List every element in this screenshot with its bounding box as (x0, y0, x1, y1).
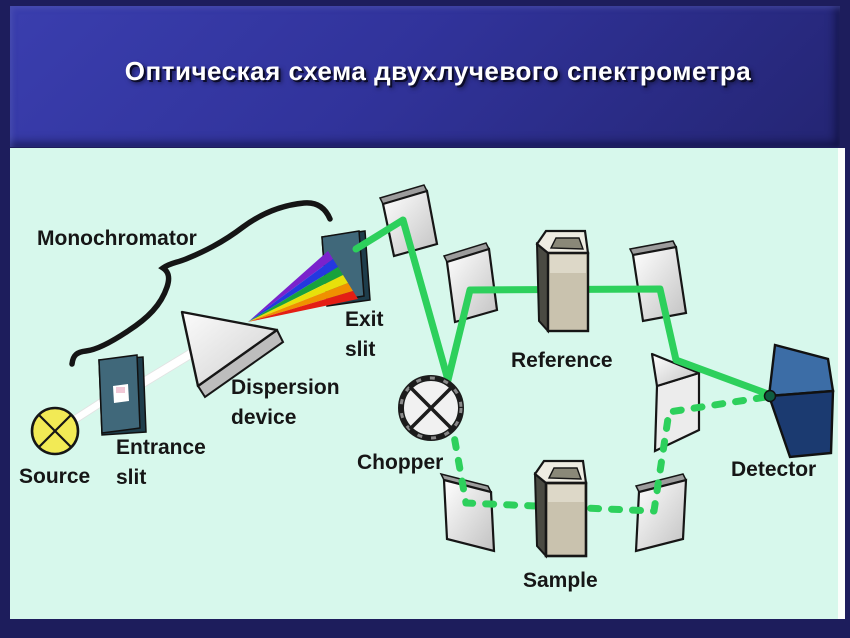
sample-cuvette (533, 459, 588, 559)
mirror4 (442, 478, 496, 553)
reference-cuvette (535, 229, 590, 334)
mirror-group (378, 184, 688, 553)
detector-box (763, 343, 835, 459)
sample-opening (547, 467, 583, 480)
monochromator-brace (69, 200, 333, 367)
chopper-spoke-2 (408, 385, 454, 431)
mirror3 (631, 245, 688, 323)
label-reference: Reference (511, 349, 613, 372)
mirror2 (445, 247, 499, 324)
reference-side-face (535, 241, 549, 334)
entrance-slit-glow (116, 387, 125, 393)
source-cross-2 (38, 414, 72, 448)
rainbow-red (248, 291, 358, 322)
label-entrance-slit: Entrance slit (116, 436, 206, 490)
detector-top-face (767, 343, 835, 398)
label-chopper: Chopper (357, 451, 444, 474)
mirror1 (381, 189, 439, 258)
entrance-slit-hole (113, 384, 129, 403)
right-edge-strip (838, 148, 845, 619)
beam-sample-path-dashed (447, 393, 770, 515)
rainbow-beam (248, 251, 358, 322)
slide-title: Оптическая схема двухлучевого спектромет… (124, 56, 752, 86)
source-lamp (30, 406, 80, 456)
beam-group (352, 216, 772, 515)
reference-opening (549, 237, 585, 250)
label-monochromator: Monochromator (37, 227, 197, 250)
prism-icon (180, 310, 279, 388)
beam-exitslit-to-chopper (352, 216, 452, 384)
rainbow-yellow (248, 275, 348, 322)
beam-reference-path (444, 285, 772, 398)
chopper-wheel (398, 375, 464, 441)
reference-liquid-line (550, 255, 586, 273)
detector-aperture (763, 389, 777, 403)
detector-front-face (767, 389, 835, 459)
label-exit-slit: Exit slit (345, 308, 384, 362)
rainbow-blue (248, 259, 338, 322)
sample-side-face (533, 471, 547, 559)
label-detector: Detector (731, 458, 817, 481)
title-band: Оптическая схема двухлучевого спектромет… (10, 6, 840, 147)
label-sample: Sample (523, 569, 598, 592)
mirror5 (634, 478, 688, 553)
rainbow-orange (248, 283, 353, 322)
sample-liquid-line (548, 485, 584, 502)
label-source: Source (19, 465, 91, 488)
rainbow-green (248, 267, 343, 322)
chopper-rim-hatch (399, 376, 463, 440)
rainbow-violet (248, 251, 333, 322)
label-dispersion-device: Dispersion device (231, 376, 340, 430)
